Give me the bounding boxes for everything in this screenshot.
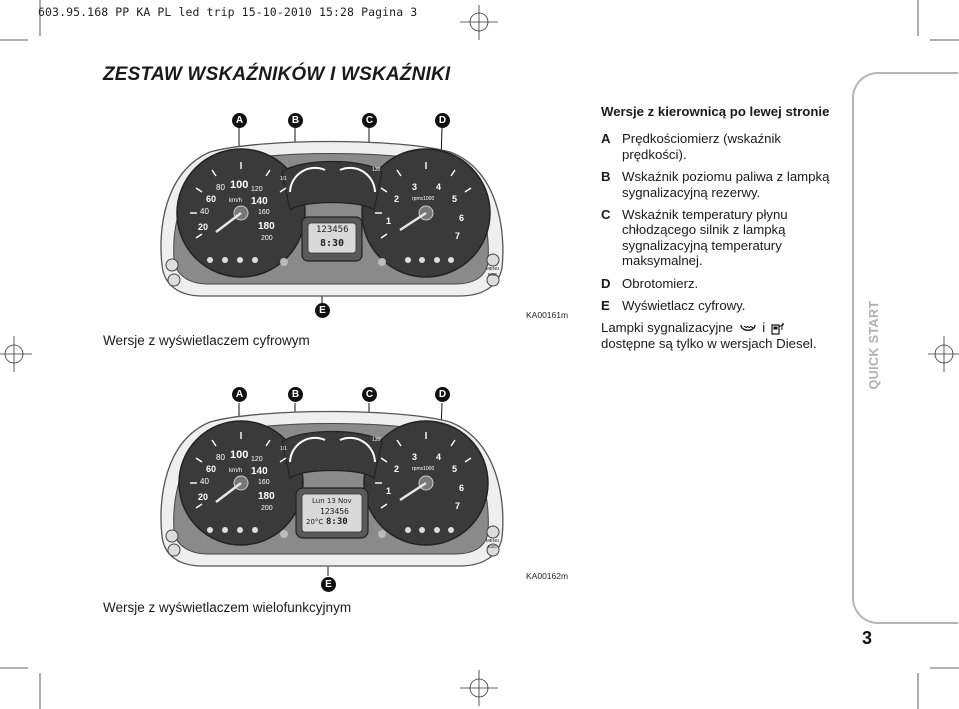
cluster-drawing-2 <box>160 402 504 576</box>
speed-tick-180: 180 <box>258 491 275 502</box>
speed-tick-120: 120 <box>251 186 263 193</box>
speed-tick-160: 160 <box>258 479 270 486</box>
callout-a: A <box>232 387 247 402</box>
temp-tick: 130 <box>372 437 381 443</box>
speed-tick-180: 180 <box>258 221 275 232</box>
print-header: 603.95.168 PP KA PL led trip 15-10-2010 … <box>38 5 418 19</box>
legend-item-d: D Obrotomierz. <box>601 276 846 291</box>
temp-tick: 130 <box>372 167 381 173</box>
callout-b: B <box>288 387 303 402</box>
speed-tick-200: 200 <box>261 505 273 512</box>
display-clock: 8:30 <box>326 517 348 527</box>
fuel-tick: 1/1 <box>280 446 287 452</box>
callout-c: C <box>362 387 377 402</box>
figure-code-2: KA00162m <box>526 571 569 581</box>
legend-item-a: A Prędkościomierz (wskaźnik prędkości). <box>601 131 846 162</box>
rpm-tick-5: 5 <box>452 464 458 474</box>
speed-tick-100: 100 <box>230 179 249 191</box>
water-in-fuel-icon <box>771 322 784 336</box>
legend-item-e: E Wyświetlacz cyfrowy. <box>601 298 846 313</box>
legend-note-mid: i <box>762 320 766 336</box>
speed-tick-140: 140 <box>251 466 268 477</box>
rpm-tick-6: 6 <box>459 483 465 493</box>
menu-button-label: MENU <box>486 266 500 271</box>
speed-tick-160: 160 <box>258 209 270 216</box>
legend-note: Lampki sygnalizacyjne i dostępne są tylk… <box>601 320 846 351</box>
figure-caption-1: Wersje z wyświetlaczem cyfrowym <box>103 333 310 348</box>
speed-tick-80: 80 <box>216 453 225 462</box>
callout-b: B <box>288 113 303 128</box>
esc-button-label: ESC <box>488 544 498 549</box>
legend-letter: B <box>601 169 611 185</box>
speed-tick-100: 100 <box>230 449 249 461</box>
callout-d: D <box>435 387 450 402</box>
rpm-tick-7: 7 <box>455 231 461 241</box>
cluster-drawing-1 <box>160 126 504 303</box>
fuel-tick: 1/1 <box>280 176 287 182</box>
esc-button-label: ESC <box>488 272 498 277</box>
legend-letter: D <box>601 275 611 291</box>
legend-note-after: dostępne są tylko w wersjach Diesel. <box>601 335 817 351</box>
legend-item-c: C Wskaźnik temperatury płynu chłodzącego… <box>601 207 846 269</box>
callout-d: D <box>435 113 450 128</box>
speed-tick-80: 80 <box>216 183 225 192</box>
speed-tick-60: 60 <box>206 194 217 204</box>
speed-tick-60: 60 <box>206 464 217 474</box>
speed-tick-40: 40 <box>200 207 209 216</box>
rpm-tick-6: 6 <box>459 213 465 223</box>
legend-item-b: B Wskaźnik poziomu paliwa z lampką sygna… <box>601 169 846 200</box>
speed-unit: km/h <box>229 198 243 204</box>
legend-letter: A <box>601 131 611 147</box>
legend-letter: E <box>601 298 610 314</box>
rpm-tick-2: 2 <box>394 194 400 204</box>
rpm-tick-4: 4 <box>436 182 442 192</box>
rpm-tick-5: 5 <box>452 194 458 204</box>
legend-heading: Wersje z kierownicą po lewej stronie <box>601 104 830 119</box>
speed-tick-20: 20 <box>198 492 209 502</box>
legend-note-before: Lampki sygnalizacyjne <box>601 320 733 336</box>
callout-c: C <box>362 113 377 128</box>
legend: Wersje z kierownicą po lewej stronie A P… <box>601 104 846 351</box>
display-odometer: 123456 <box>316 225 349 235</box>
speed-tick-120: 120 <box>251 456 263 463</box>
figure-caption-2: Wersje z wyświetlaczem wielofunkcyjnym <box>103 600 352 615</box>
instrument-cluster-figure-1: 20 40 60 80 100 120 140 160 180 200 km/h… <box>150 110 515 330</box>
legend-text: Wyświetlacz cyfrowy. <box>622 298 746 314</box>
speed-tick-140: 140 <box>251 196 268 207</box>
speed-tick-40: 40 <box>200 477 209 486</box>
side-tab <box>852 72 958 624</box>
legend-letter: C <box>601 207 611 223</box>
rpm-tick-3: 3 <box>412 182 418 192</box>
callout-e: E <box>315 303 330 318</box>
display-odometer: 123456 <box>320 507 349 516</box>
page-title: ZESTAW WSKAŹNIKÓW I WSKAŹNIKI <box>103 64 451 85</box>
rpm-tick-1: 1 <box>386 216 392 226</box>
legend-text: Obrotomierz. <box>622 275 699 291</box>
legend-text: Wskaźnik temperatury płynu chłodzącego s… <box>622 207 788 269</box>
figure-code-1: KA00161m <box>526 310 569 320</box>
rpm-tick-7: 7 <box>455 501 461 511</box>
speed-tick-20: 20 <box>198 222 209 232</box>
callout-a: A <box>232 113 247 128</box>
rpm-tick-3: 3 <box>412 452 418 462</box>
speed-unit: km/h <box>229 468 243 474</box>
display-clock: 8:30 <box>320 238 345 249</box>
page-number: 3 <box>862 628 873 648</box>
legend-text: Wskaźnik poziomu paliwa z lampką sygnali… <box>622 169 830 200</box>
instrument-cluster-figure-2: 20 40 60 80 100 120 140 160 180 200 km/h… <box>150 386 515 596</box>
rpm-tick-2: 2 <box>394 464 400 474</box>
display-temp: 20°C <box>306 518 324 526</box>
glow-plug-icon <box>739 325 756 332</box>
menu-button-label: MENU <box>486 538 500 543</box>
callout-e: E <box>321 577 336 592</box>
rpm-unit: rpmx1000 <box>412 466 435 472</box>
legend-text: Prędkościomierz (wskaźnik prędkości). <box>622 131 782 162</box>
display-date: Lun 13 Nov <box>312 497 352 505</box>
speed-tick-200: 200 <box>261 235 273 242</box>
rpm-tick-1: 1 <box>386 486 392 496</box>
rpm-tick-4: 4 <box>436 452 442 462</box>
rpm-unit: rpmx1000 <box>412 196 435 202</box>
